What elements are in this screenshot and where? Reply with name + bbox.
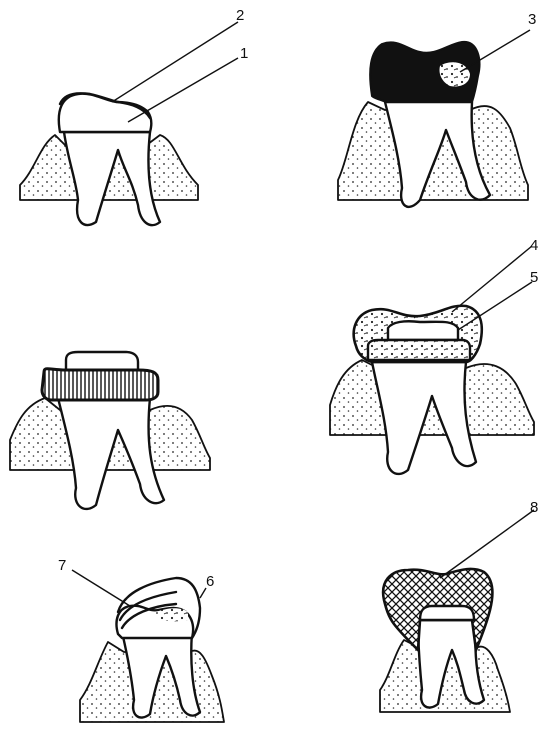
panel-2-metal-cap-crown: 3 [338,11,536,207]
leader-line-2 [112,22,238,102]
crown-base-layer [368,340,470,360]
label-8: 8 [530,499,538,516]
label-7: 7 [58,557,66,574]
label-3: 3 [528,11,536,28]
label-6: 6 [206,573,214,590]
panel-4-layered-crown: 4 5 [330,237,538,474]
label-5: 5 [530,269,538,286]
label-4: 4 [530,237,538,254]
prepared-stump [420,606,474,620]
leader-line-4 [452,246,532,312]
leader-line-7 [72,570,130,606]
label-2: 2 [236,7,244,24]
tooth-root [58,398,164,509]
crown-outline [59,94,152,132]
tooth-root [372,362,476,474]
leader-line-8 [440,510,534,578]
label-1: 1 [240,45,248,62]
panel-1-full-crown: 2 1 [20,7,248,225]
panel-3-banded-crown [10,352,210,509]
panel-6-crosshatched-crown: 8 [380,499,538,712]
panel-5-veneer-crown: 7 6 [58,557,224,722]
hatched-band [42,369,158,400]
crown-inner-core [388,321,458,340]
leader-line-1 [128,58,238,122]
